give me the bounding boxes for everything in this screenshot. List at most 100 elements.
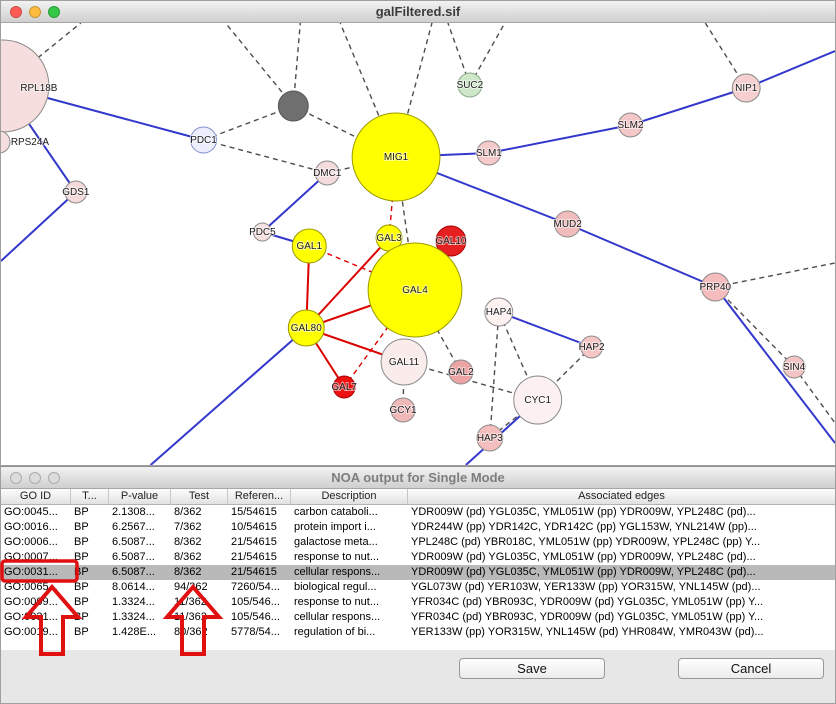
table-cell: response to nut... [294, 551, 379, 563]
node-label-gal4: GAL4 [402, 285, 428, 296]
table-cell: BP [74, 581, 89, 593]
table-cell: GO:0065... [4, 581, 58, 593]
table-cell: regulation of bi... [294, 626, 376, 638]
node-gcy1[interactable] [390, 397, 416, 423]
node-label-gal3: GAL3 [376, 233, 402, 244]
node-label-hap2: HAP2 [579, 342, 605, 353]
table-cell: 11/362 [174, 596, 207, 608]
node-prp40[interactable] [700, 272, 730, 302]
zoom-button[interactable] [48, 6, 60, 18]
minimize-button[interactable] [29, 472, 41, 484]
node-rps24a[interactable] [1, 130, 11, 154]
node-cyc1[interactable] [513, 375, 563, 425]
node-label-gal11: GAL11 [389, 357, 420, 368]
edge-rpl18b-vt1 [2, 23, 82, 87]
minimize-button[interactable] [29, 6, 41, 18]
node-gal80[interactable] [287, 309, 325, 347]
node-nip1[interactable] [731, 73, 761, 103]
edge-dmc1-pdc5 [261, 172, 328, 233]
edge-gray1-vt2 [224, 23, 294, 107]
node-label-gal7: GAL7 [331, 382, 357, 393]
table-cell: YFR034C (pd) YBR093C, YDR009W (pd) YGL03… [411, 611, 764, 623]
edge-cyc1-hap4 [498, 311, 539, 401]
node-gal4[interactable] [367, 242, 463, 338]
node-label-gal2: GAL2 [448, 367, 474, 378]
network-window-titlebar[interactable]: galFiltered.sif [1, 1, 835, 23]
node-gds1[interactable] [64, 180, 88, 204]
table-cell: protein import i... [294, 521, 376, 533]
table-cell: BP [74, 611, 89, 623]
column-header-test[interactable]: Test [171, 489, 228, 504]
node-label-rps24a: RPS24A [11, 137, 50, 148]
node-hap4[interactable] [484, 297, 514, 327]
table-cell: YFR034C (pd) YBR093C, YDR009W (pd) YGL03… [411, 596, 764, 608]
column-header-type[interactable]: T... [71, 489, 109, 504]
node-slm1[interactable] [476, 140, 502, 166]
network-window-title: galFiltered.sif [375, 4, 461, 19]
column-header-p-value[interactable]: P-value [109, 489, 171, 504]
node-gal2[interactable] [448, 359, 474, 385]
table-cell: 1.428E... [112, 626, 157, 638]
node-hap3[interactable] [476, 424, 504, 452]
table-cell: YER133W (pp) YOR315W, YNL145W (pd) YHR08… [411, 626, 764, 638]
column-header-associated-edges[interactable]: Associated edges [578, 490, 665, 502]
node-gal7[interactable] [332, 375, 356, 399]
node-mig1[interactable] [351, 112, 441, 202]
edge-pdc1-dmc1 [203, 139, 328, 174]
table-cell: 1.3324... [112, 611, 155, 623]
table-cell: 1.3324... [112, 596, 155, 608]
node-gal11[interactable] [380, 338, 428, 386]
close-button[interactable] [10, 472, 22, 484]
node-pdc5[interactable] [252, 222, 272, 242]
table-cell: 21/54615 [231, 551, 277, 563]
node-hap2[interactable] [580, 335, 604, 359]
save-button[interactable]: Save [459, 658, 605, 679]
table-cell: BP [74, 506, 89, 518]
noa-window-titlebar[interactable]: NOA output for Single Mode [1, 467, 835, 489]
edge-prp40-sin4 [714, 286, 795, 368]
edge-mud2-prp40 [567, 223, 716, 288]
node-label-pdc5: PDC5 [249, 227, 276, 238]
node-mud2[interactable] [554, 210, 582, 238]
node-suc2[interactable] [457, 72, 483, 98]
table-cell: response to nut... [294, 596, 379, 608]
table-cell: GO:0007... [4, 551, 58, 563]
node-pdc1[interactable] [190, 126, 217, 154]
column-header-reference[interactable]: Referen... [228, 489, 291, 504]
node-sin4[interactable] [782, 355, 806, 379]
table-cell: 7260/54... [231, 581, 280, 593]
edge-gds1-vl1 [1, 191, 77, 262]
table-cell: 80/362 [174, 626, 208, 638]
zoom-button[interactable] [48, 472, 60, 484]
node-gal1[interactable] [291, 228, 327, 264]
node-label-prp40: PRP40 [700, 282, 732, 293]
table-cell: BP [74, 566, 89, 578]
close-button[interactable] [10, 6, 22, 18]
column-header-description[interactable]: Description [291, 489, 408, 504]
node-gray1[interactable] [277, 90, 309, 122]
table-cell: BP [74, 536, 89, 548]
node-label-mig1: MIG1 [384, 152, 409, 163]
table-cell: GO:0016... [4, 521, 58, 533]
network-canvas[interactable]: RPL18BRPS24AGDS1PDC1DMC1MIG1SUC2SLM1SLM2… [1, 23, 835, 465]
node-gal10[interactable] [435, 225, 467, 257]
node-slm2[interactable] [618, 112, 643, 138]
cancel-button[interactable]: Cancel [678, 658, 824, 679]
table-cell: GO:0009... [4, 596, 58, 608]
table-cell: BP [74, 551, 89, 563]
table-cell: 15/54615 [231, 506, 277, 518]
column-header-go-id[interactable]: GO ID [1, 489, 71, 504]
table-cell: 105/546... [231, 596, 280, 608]
table-cell: 21/54615 [231, 566, 277, 578]
node-dmc1[interactable] [314, 160, 340, 186]
